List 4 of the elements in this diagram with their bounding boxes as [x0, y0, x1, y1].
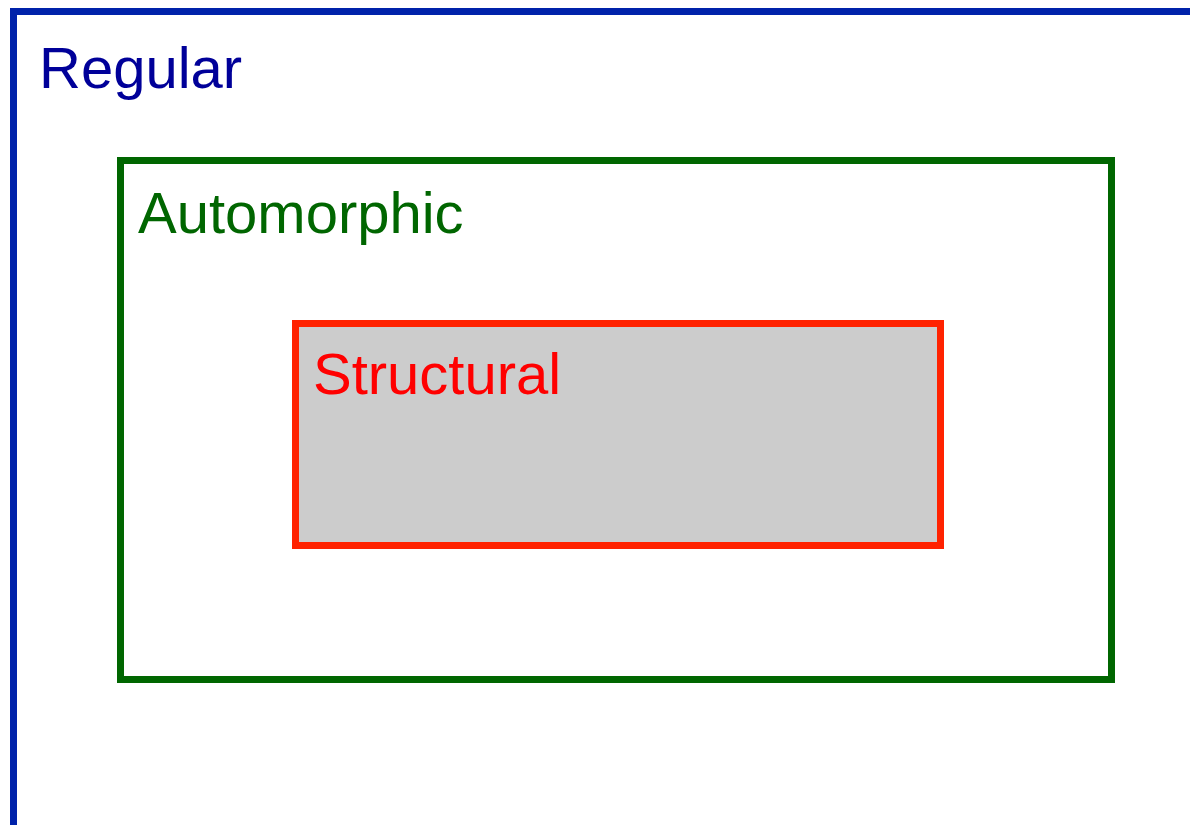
- category-box: [292, 320, 944, 549]
- category-region: [10, 8, 1190, 825]
- category-box: [117, 157, 1115, 683]
- category-label: Structural: [313, 345, 562, 403]
